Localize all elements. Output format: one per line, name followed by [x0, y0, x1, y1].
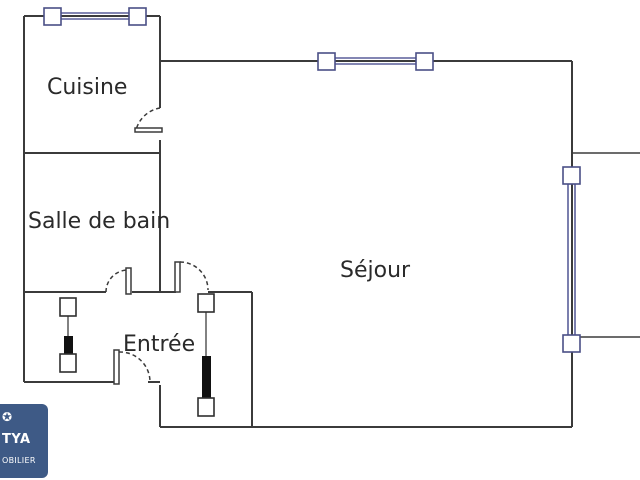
kitchen-walls [23, 15, 161, 382]
room-label-living: Séjour [340, 258, 411, 283]
logo-name: TYA [2, 432, 31, 447]
room-label-kitchen: Cuisine [47, 75, 127, 100]
living-right-window [562, 166, 581, 353]
logo-sub: OBILIER [2, 456, 36, 465]
agency-logo: ✪ TYA OBILIER [0, 404, 48, 478]
room-label-entry: Entrée [123, 332, 195, 357]
kitchen-window [43, 7, 147, 26]
radiator-right [197, 293, 215, 417]
logo-mark-icon: ✪ [2, 410, 13, 424]
bathroom-door-left [105, 267, 132, 295]
radiator-left [59, 297, 77, 373]
room-label-bathroom: Salle de bain [28, 209, 170, 234]
living-top-window [317, 52, 434, 71]
living-walls [159, 60, 640, 428]
entry-door [113, 349, 151, 385]
kitchen-door [134, 107, 163, 133]
entry-walls [24, 291, 253, 427]
bathroom-door-right [174, 261, 209, 293]
